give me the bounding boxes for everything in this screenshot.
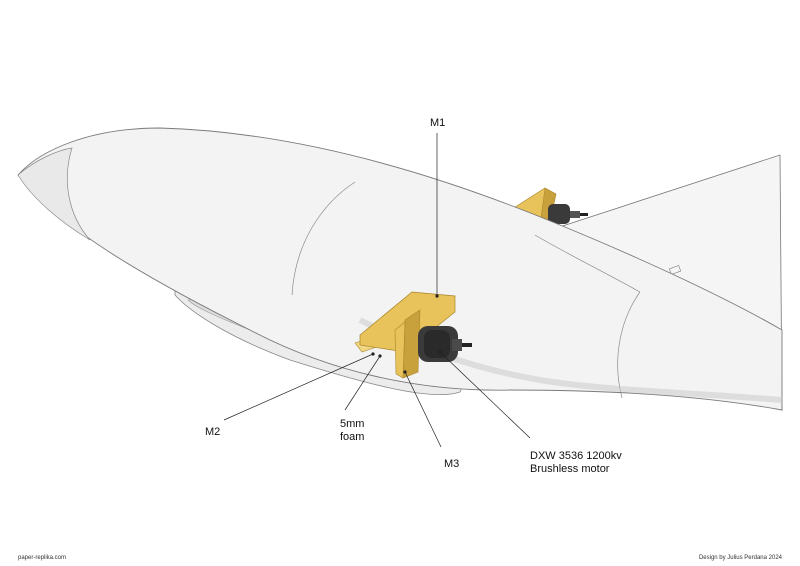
nose-cone	[17, 147, 91, 241]
callout-motor	[439, 351, 531, 439]
label-foam-line2: foam	[340, 431, 365, 443]
callout-dot-m1	[435, 294, 439, 298]
panel-seam-front	[291, 181, 356, 296]
callout-m2	[223, 353, 374, 421]
callout-dot-m3	[403, 370, 407, 374]
fuselage	[17, 127, 783, 411]
label-motor: DXW 3536 1200kv Brushless motor	[530, 450, 622, 476]
callout-m3	[404, 371, 442, 448]
panel-seam-rear	[617, 291, 641, 399]
label-foam-line1: 5mm	[340, 418, 365, 430]
wing-detail	[668, 265, 682, 275]
callout-dot-m2	[371, 352, 375, 356]
footer-right: Design by Julius Perdana 2024	[698, 555, 782, 561]
near-motor-mount	[354, 291, 472, 379]
label-motor-line2: Brushless motor	[530, 463, 610, 475]
label-motor-line1: DXW 3536 1200kv	[530, 450, 622, 462]
label-foam: 5mm foam	[340, 418, 364, 444]
wing-root-line	[534, 234, 641, 293]
callout-dot-foam	[378, 354, 382, 358]
label-m2: M2	[205, 426, 221, 438]
label-m1: M1	[430, 117, 446, 129]
callout-foam	[344, 355, 381, 411]
callout-dot-motor	[438, 350, 442, 354]
footer-left: paper-replika.com	[18, 555, 67, 561]
label-m3: M3	[444, 458, 460, 470]
